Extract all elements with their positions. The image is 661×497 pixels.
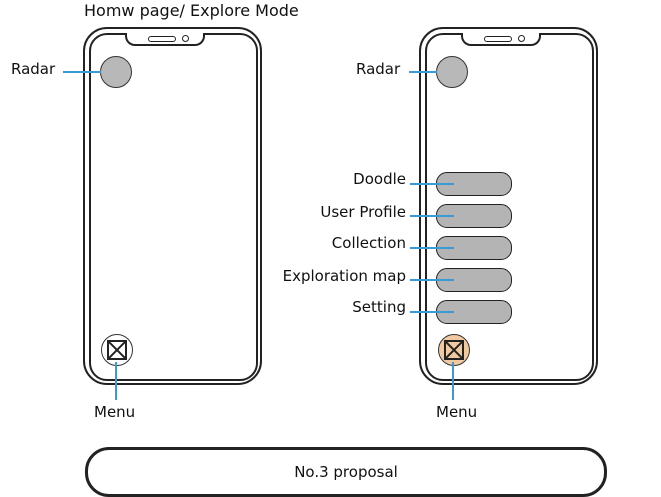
- menu-item-exploration-map-label: Exploration map: [282, 267, 406, 285]
- menu-item-user-profile-label: User Profile: [320, 203, 406, 221]
- menu-item-collection-label: Collection: [331, 234, 406, 252]
- x-box-icon: [444, 340, 464, 360]
- menu-item-setting-label: Setting: [352, 298, 406, 316]
- menu-item-doodle-label: Doodle: [353, 170, 406, 188]
- menu-button-active[interactable]: [438, 334, 470, 366]
- x-box-icon: [107, 340, 127, 360]
- radar-button[interactable]: [436, 56, 468, 88]
- proposal-banner: No.3 proposal: [85, 447, 607, 497]
- radar-connector: [409, 71, 437, 73]
- camera-icon: [518, 35, 525, 42]
- radar-label: Radar: [356, 60, 401, 78]
- speaker-grille: [484, 36, 512, 42]
- menu-connector: [115, 362, 117, 400]
- camera-icon: [182, 35, 189, 42]
- setting-connector: [410, 311, 454, 313]
- user-profile-connector: [410, 215, 454, 217]
- proposal-label: No.3 proposal: [294, 463, 398, 481]
- menu-connector: [452, 362, 454, 400]
- radar-button[interactable]: [100, 56, 132, 88]
- menu-label: Menu: [436, 403, 478, 421]
- radar-connector: [63, 71, 101, 73]
- radar-label: Radar: [11, 60, 56, 78]
- menu-button[interactable]: [101, 334, 133, 366]
- exploration-map-connector: [410, 279, 454, 281]
- speaker-grille: [148, 36, 176, 42]
- menu-label: Menu: [94, 403, 136, 421]
- page-title: Homw page/ Explore Mode: [84, 1, 299, 20]
- collection-connector: [410, 247, 454, 249]
- doodle-connector: [410, 183, 454, 185]
